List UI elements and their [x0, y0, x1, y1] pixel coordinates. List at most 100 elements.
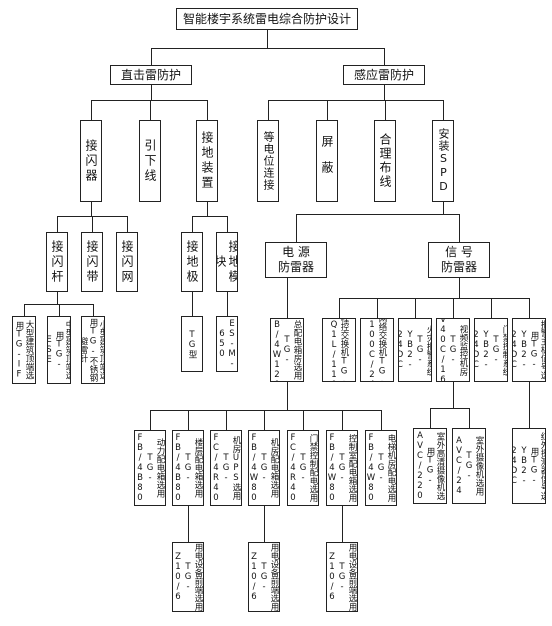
power-access-control-box: 门禁控制配电选用TG-FC/4R40	[287, 430, 319, 506]
connector-line	[491, 298, 492, 318]
connector-line	[150, 410, 151, 430]
ir-detector-box: 红外探测器信号选用TG-YB2-24DC	[512, 428, 546, 504]
power-ups-box: 机房UPS选用TG-FC/4R40	[210, 430, 242, 506]
rod-large-box: 大型建筑顶端选用TG-IF	[12, 316, 36, 384]
connector-line	[430, 408, 431, 428]
connector-line	[443, 202, 444, 214]
diagram-title: 智能楼宇系统雷电综合防护设计	[176, 8, 358, 30]
connector-line	[150, 100, 151, 120]
control-front-end-box: 用电设备前端选用TG-Z10/6	[326, 542, 358, 612]
connector-line	[226, 410, 227, 430]
signal-fire-alarm-box: 火灾报警系统TG-YB2-24DC	[398, 318, 432, 382]
power-control-room-box: 控制室配电箱选用TG-FB/4W80	[326, 430, 358, 506]
connector-line	[469, 408, 470, 428]
machine-front-end-box: 用电设备前端选用TG-Z10/6	[248, 542, 280, 612]
connector-line	[303, 410, 304, 430]
connector-line	[91, 100, 207, 101]
power-elevator-room-box: 电梯机房配电选用TG-FB/4W80	[365, 430, 397, 506]
ground-module-model-box: ES-M-650	[216, 316, 238, 372]
connector-line	[529, 382, 530, 428]
connector-line	[207, 100, 208, 120]
connector-line	[127, 216, 128, 232]
grounding-device-box: 接地装置	[196, 120, 218, 202]
connector-line	[24, 304, 25, 316]
connector-line	[267, 30, 268, 48]
main-distribution-box: 总配电箱房选用TG-FB/4W120	[270, 318, 304, 382]
connector-line	[296, 214, 460, 215]
power-dynamic-box: 动力配电箱选用TG-FB/4B80	[134, 430, 166, 506]
connector-line	[24, 304, 93, 305]
connector-line	[339, 298, 530, 299]
power-arrester-box: 电 源 防雷器	[265, 242, 327, 278]
power-floor-box: 楼层配电箱选用TG-FB/4B80	[172, 430, 204, 506]
connector-line	[192, 216, 193, 232]
connector-line	[529, 298, 530, 318]
connector-line	[296, 214, 297, 242]
connector-line	[268, 100, 269, 120]
ground-pole-box: 接地极	[181, 232, 203, 292]
connector-line	[377, 298, 378, 318]
air-net-box: 接闪网	[116, 232, 138, 292]
connector-line	[57, 216, 58, 232]
signal-network-switch-box: 网络交换机TG-C100C/24	[360, 318, 394, 382]
connector-line	[339, 298, 340, 318]
connector-line	[151, 48, 384, 49]
connector-line	[342, 410, 343, 430]
connector-line	[150, 410, 382, 411]
direct-protection-box: 直击雷防护	[110, 65, 192, 85]
signal-video-room-box: 视频监控机房TG-V40C/16	[436, 318, 470, 382]
air-rod-box: 接闪杆	[46, 232, 68, 292]
connector-line	[342, 506, 343, 542]
connector-line	[327, 100, 328, 120]
connector-line	[287, 278, 288, 318]
connector-line	[384, 85, 385, 100]
connector-line	[443, 100, 444, 120]
ground-pole-model-box: TG型	[181, 316, 203, 372]
floor-front-end-box: 用电设备前端选用TG-Z10/6	[172, 542, 204, 612]
rod-medium-box: 中型建筑顶端选用TG-ESE	[47, 316, 71, 384]
connector-line	[227, 216, 228, 232]
connector-line	[59, 304, 60, 316]
shielding-box: 屏蔽	[316, 120, 338, 202]
connector-line	[151, 48, 152, 65]
connector-line	[188, 506, 189, 542]
connector-line	[430, 408, 470, 409]
connector-line	[188, 410, 189, 430]
induced-protection-box: 感应雷防护	[343, 65, 425, 85]
connector-line	[453, 298, 454, 318]
connector-line	[151, 85, 152, 100]
connector-line	[385, 100, 386, 120]
connector-line	[57, 292, 58, 304]
connector-line	[268, 100, 443, 101]
camera-outdoor-box: 室外摄像机选用TG-AVC/24	[452, 428, 486, 504]
connector-line	[207, 202, 208, 216]
signal-pbx-box: 程控交换机TG-XQ1L/110	[322, 318, 356, 382]
power-arrester-label-line1: 电 源	[282, 245, 310, 259]
connector-line	[459, 214, 460, 242]
camera-hd-box: 室外高清摄像机选用TG-AVC/220	[413, 428, 447, 504]
equipotential-box: 等电位连接	[257, 120, 279, 202]
connector-line	[264, 410, 265, 430]
connector-line	[192, 216, 227, 217]
air-belt-box: 接闪带	[81, 232, 103, 292]
power-arrester-label-line2: 防雷器	[277, 260, 314, 274]
connector-line	[91, 202, 92, 216]
connector-line	[287, 382, 288, 410]
connector-line	[192, 292, 193, 316]
connector-line	[92, 216, 93, 232]
connector-line	[264, 506, 265, 542]
connector-line	[93, 304, 94, 316]
connector-line	[415, 298, 416, 318]
signal-alarm-host-box: 报警主机信号选用TG-YB2-24DC	[512, 318, 546, 382]
air-terminal-box: 接闪器	[80, 120, 102, 202]
down-conductor-box: 引下线	[139, 120, 161, 202]
ground-module-box: 接地模块	[216, 232, 238, 292]
connector-line	[227, 292, 228, 316]
signal-arrester-label-line1: 信 号	[445, 245, 473, 259]
connector-line	[453, 382, 454, 408]
signal-arrester-box: 信 号 防雷器	[428, 242, 490, 278]
connector-line	[459, 278, 460, 298]
spd-box: 安装SPD	[432, 120, 454, 202]
signal-arrester-label-line2: 防雷器	[440, 260, 477, 274]
